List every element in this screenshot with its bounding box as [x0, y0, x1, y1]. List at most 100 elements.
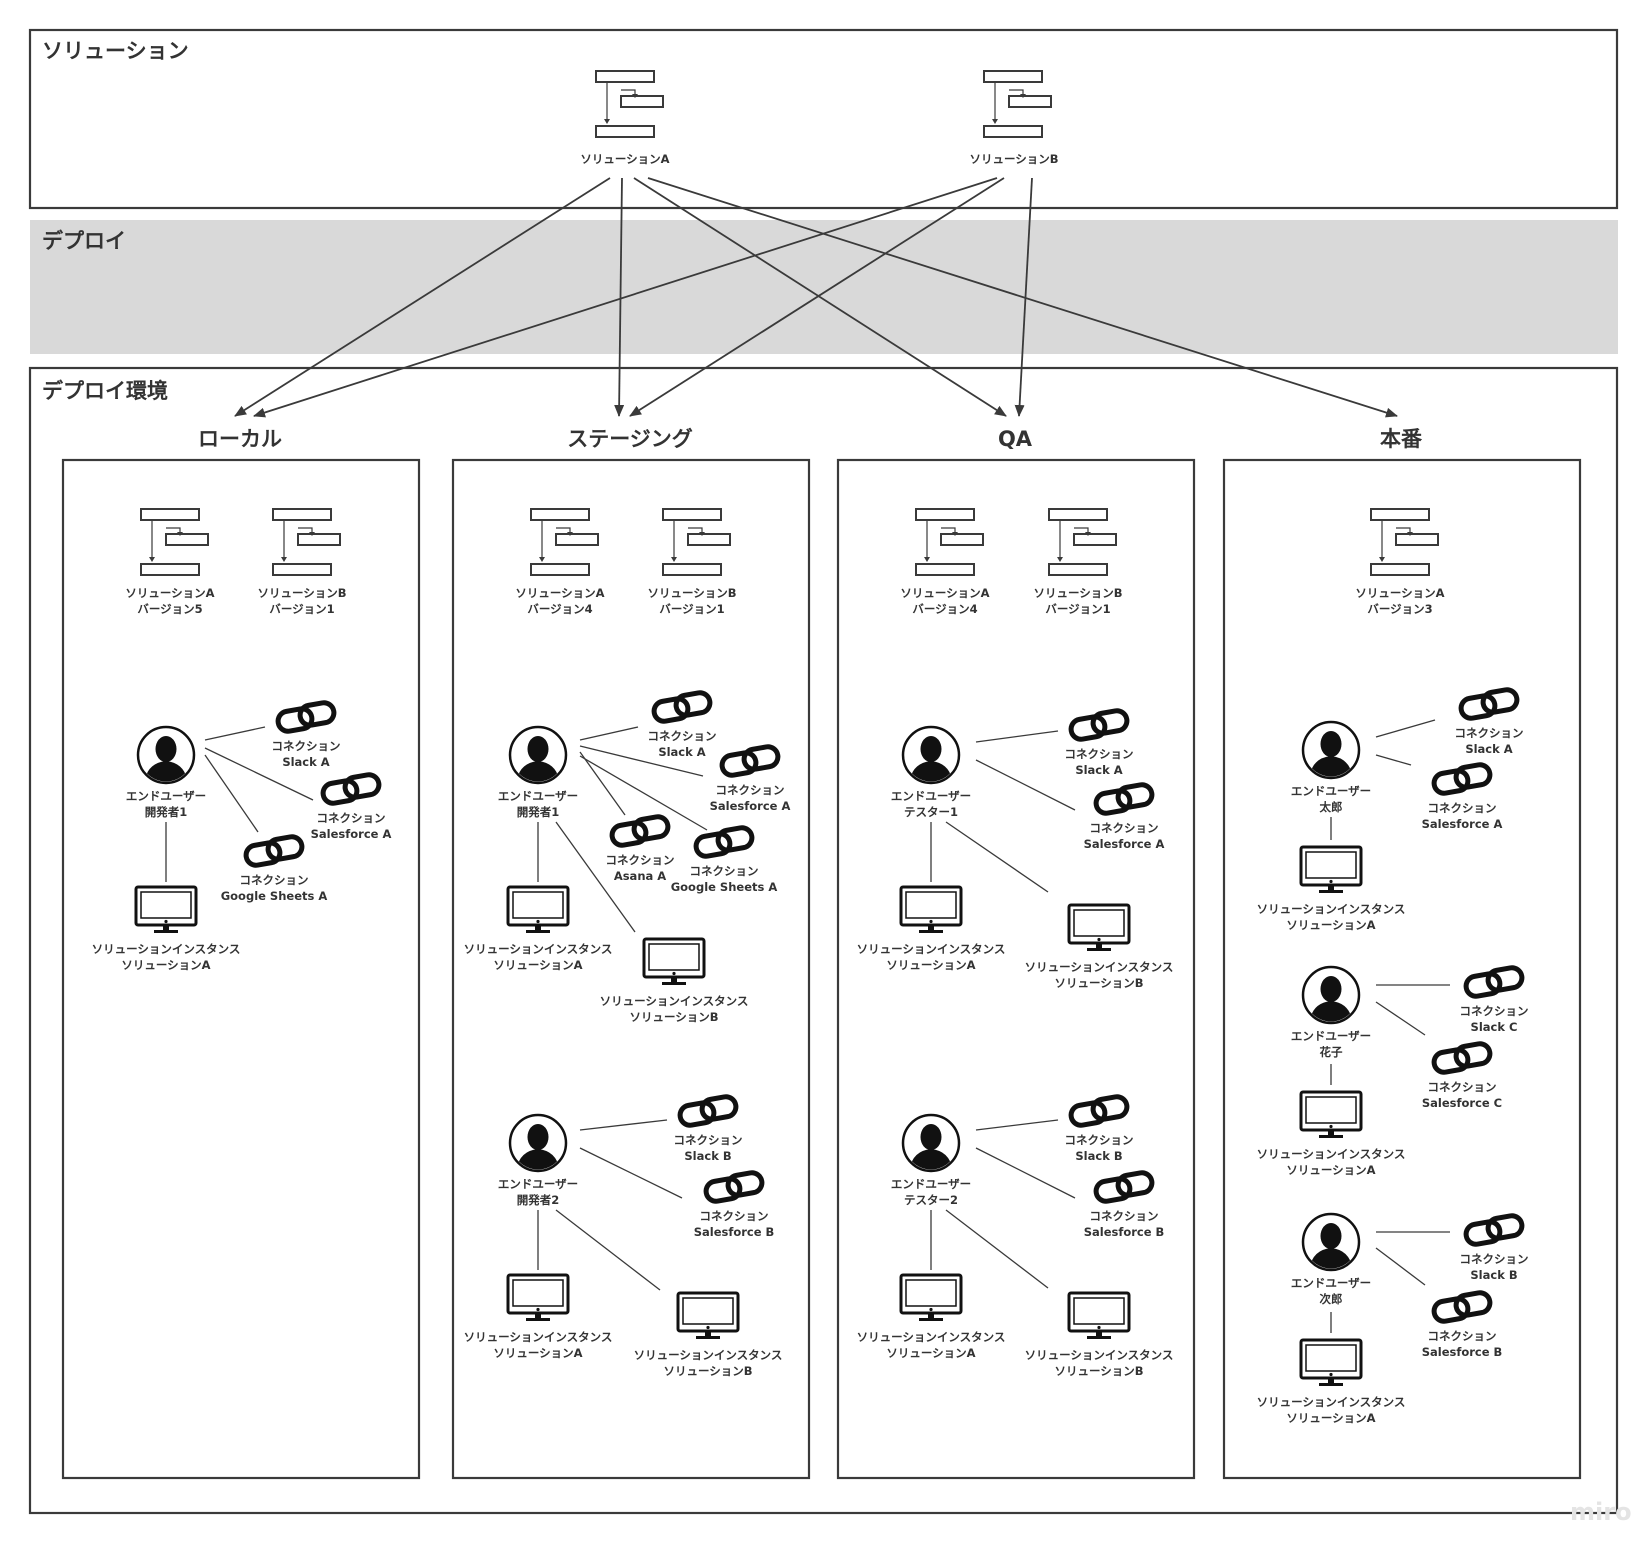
qa-edge-user1-instance-b [945, 821, 1049, 893]
deploy-env-section-title: デプロイ環境 [42, 379, 168, 403]
chain-link-icon [611, 815, 670, 847]
deploy-arrow-a-production [647, 177, 1398, 418]
top-solution-a[interactable]: ソリューションA [580, 70, 670, 166]
deploy-arrow-a-staging [614, 177, 625, 417]
env-title-production: 本番 [1380, 427, 1423, 451]
chain-link-icon [1095, 783, 1154, 815]
prod-edge-taro-salesforce [1375, 754, 1412, 766]
deploy-arrow-b-local [253, 177, 998, 418]
staging-instance-2b-line2: ソリューションB [663, 1364, 752, 1378]
chain-link-icon [1465, 1214, 1524, 1246]
staging-conn-slack-a-line1: コネクション [648, 729, 717, 743]
staging-conn-gsheets-a-line1: コネクション [690, 864, 759, 878]
staging-edge-user2-salesforce [579, 1147, 683, 1199]
qa-instance-2b-line2: ソリューションB [1054, 1364, 1143, 1378]
prod-instance-jiro-line2: ソリューションA [1286, 1411, 1375, 1425]
staging-instance-2b-line1: ソリューションインスタンス [634, 1348, 783, 1362]
staging-instance-a-line1: ソリューションインスタンス [464, 942, 613, 956]
top-solution-b[interactable]: ソリューションB [969, 70, 1059, 166]
qa-edge-user2-slack [975, 1119, 1059, 1131]
chain-link-icon [1460, 688, 1519, 720]
qa-edge-user2-salesforce [975, 1147, 1076, 1199]
monitor-icon [1067, 903, 1131, 953]
user-avatar-icon [138, 727, 194, 785]
chain-link-icon [1433, 1042, 1492, 1074]
prod-conn-slack-a-line1: コネクション [1455, 726, 1524, 740]
chain-link-icon [1465, 966, 1524, 998]
solution-section-title: ソリューション [42, 39, 189, 63]
user-avatar-icon [510, 727, 566, 785]
prod-user-hanako-line1: エンドユーザー [1291, 1029, 1371, 1043]
prod-conn-salesforce-a-line1: コネクション [1428, 801, 1497, 815]
staging-edge-user1-salesforce [579, 745, 704, 777]
local-solution-a-line1: ソリューションA [125, 586, 214, 600]
prod-user-hanako-line2: 花子 [1320, 1045, 1343, 1059]
local-edge-user1-salesforce [204, 747, 314, 801]
monitor-icon [899, 885, 963, 935]
local-conn-gsheets-a-line2: Google Sheets A [221, 889, 328, 903]
staging-instance-2a-line1: ソリューションインスタンス [464, 1330, 613, 1344]
staging-solution-a[interactable]: ソリューションA バージョン4 [515, 508, 605, 616]
chain-link-icon [679, 1095, 738, 1127]
qa-instance-2b-line1: ソリューションインスタンス [1025, 1348, 1174, 1362]
prod-instance-jiro-line1: ソリューションインスタンス [1257, 1395, 1406, 1409]
staging-solution-a-line1: ソリューションA [515, 586, 604, 600]
qa-conn-salesforce-b-line1: コネクション [1090, 1209, 1159, 1223]
staging-user-dev1-line2: 開発者1 [517, 805, 560, 819]
chain-link-icon [1070, 1095, 1129, 1127]
user-avatar-icon [510, 1115, 566, 1173]
staging-solution-a-line2: バージョン4 [527, 602, 592, 616]
chain-link-icon [721, 745, 780, 777]
staging-edge-user1-slack [579, 726, 639, 741]
chain-link-icon [1070, 709, 1129, 741]
qa-instance-2a-line1: ソリューションインスタンス [857, 1330, 1006, 1344]
chain-link-icon [1095, 1171, 1154, 1203]
prod-conn-salesforce-c-line1: コネクション [1428, 1080, 1497, 1094]
